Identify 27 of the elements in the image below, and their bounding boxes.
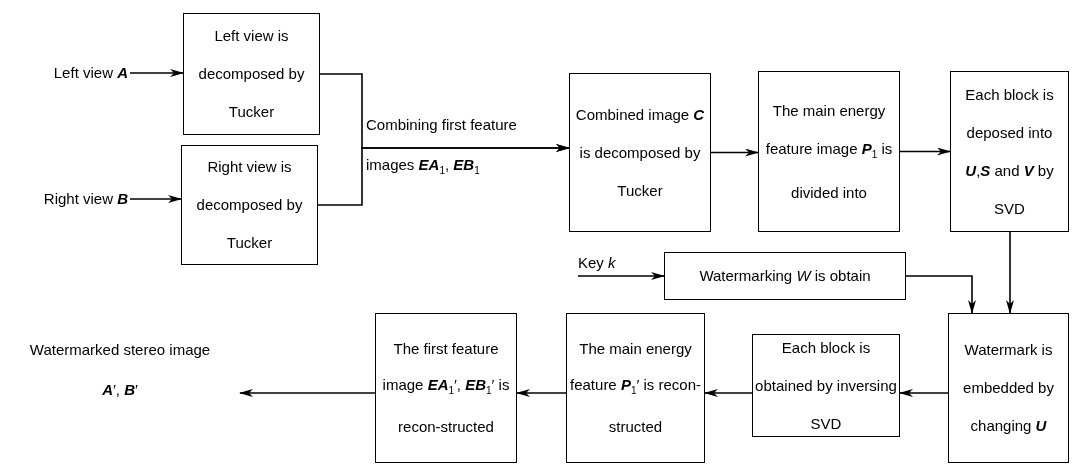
process-box: Combined image C is decomposed by Tucker xyxy=(569,73,711,232)
arrow xyxy=(899,147,951,156)
process-box: Right view is decomposed by Tucker xyxy=(181,145,318,265)
key-label: Key k xyxy=(578,252,648,274)
arrow xyxy=(899,389,949,397)
process-box: Watermarking W is obtain xyxy=(664,252,906,300)
arrow xyxy=(1006,231,1014,314)
process-box: Watermark is embedded by changing U xyxy=(948,313,1069,463)
output-label: Watermarked stereo image A′, B′ xyxy=(20,330,220,410)
edge-label: Combining first feature images EA$_{1}$, EB$_{1}$ xyxy=(366,115,518,178)
arrow xyxy=(129,195,182,203)
arrow xyxy=(317,144,570,206)
process-box: Each block is deposed into U,S and V by SVD xyxy=(950,71,1069,232)
arrow xyxy=(704,389,753,397)
process-box: The first feature image EA$_{1}$′, EB$_{1}$′ is recon-structed xyxy=(375,313,517,463)
arrow xyxy=(905,275,976,314)
arrow xyxy=(710,148,759,157)
input-label: Right view B xyxy=(8,186,128,212)
arrow xyxy=(239,389,376,397)
arrow xyxy=(516,389,567,397)
process-box: The main energy feature image P$_{1}$ is divided into xyxy=(758,71,900,232)
process-box: Left view is decomposed by Tucker xyxy=(183,13,320,135)
arrow xyxy=(577,272,665,280)
arrow xyxy=(129,69,184,77)
process-box: The main energy feature P$_{1}$′ is recon-structed xyxy=(566,313,705,463)
process-box: Each block is obtained by inversing SVD xyxy=(752,334,900,437)
input-label: Left view A xyxy=(14,60,128,86)
